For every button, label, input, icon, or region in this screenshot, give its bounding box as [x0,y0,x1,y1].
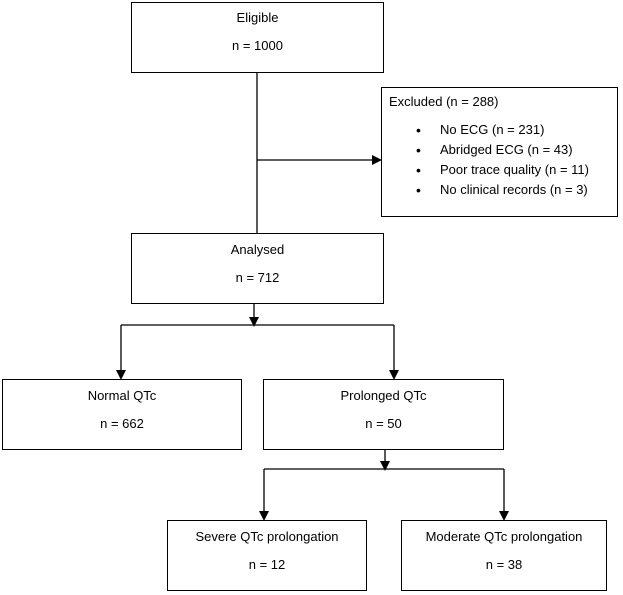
moderate-qtc-count: n = 38 [485,557,523,572]
excluded-reasons-list: No ECG (n = 231) Abridged ECG (n = 43) P… [382,120,617,200]
analysed-count: n = 712 [235,270,280,285]
eligible-count: n = 1000 [232,38,283,53]
excluded-reason-item: No clinical records (n = 3) [382,180,617,200]
severe-qtc-title: Severe QTc prolongation [195,529,339,544]
normal-qtc-count: n = 662 [100,416,144,431]
prolonged-qtc-count: n = 50 [365,416,402,431]
moderate-qtc-title: Moderate QTc prolongation [425,529,583,544]
normal-qtc-box: Normal QTc n = 662 [2,379,242,450]
excluded-reason-item: Abridged ECG (n = 43) [382,140,617,160]
analysed-title: Analysed [230,242,285,257]
excluded-reason-item: No ECG (n = 231) [382,120,617,140]
severe-qtc-box: Severe QTc prolongation n = 12 [167,520,367,591]
eligible-title: Eligible [236,10,279,25]
prolonged-qtc-box: Prolonged QTc n = 50 [263,379,504,450]
excluded-box: Excluded (n = 288) No ECG (n = 231) Abri… [381,87,618,217]
excluded-reason-item: Poor trace quality (n = 11) [382,160,617,180]
analysed-box: Analysed n = 712 [131,233,384,304]
prolonged-qtc-title: Prolonged QTc [340,388,427,403]
excluded-title: Excluded (n = 288) [389,94,499,109]
normal-qtc-title: Normal QTc [87,388,157,403]
severe-qtc-count: n = 12 [248,557,286,572]
eligible-box: Eligible n = 1000 [131,2,384,73]
moderate-qtc-box: Moderate QTc prolongation n = 38 [401,520,607,591]
